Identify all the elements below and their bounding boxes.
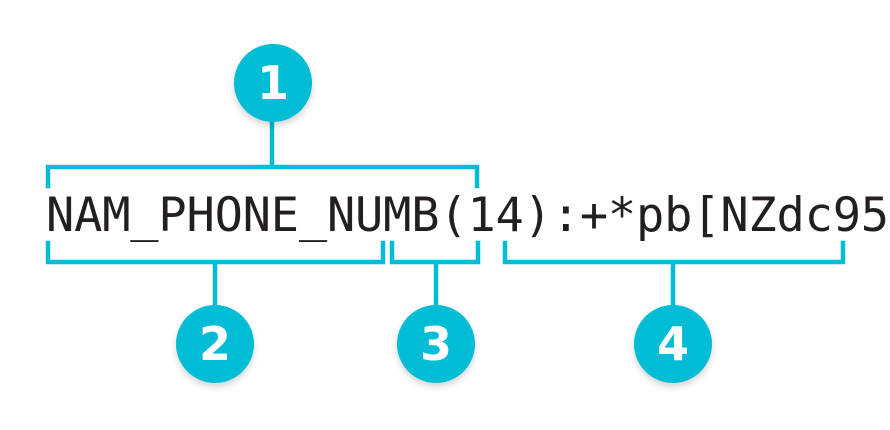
- bracket-top-1: [45, 164, 480, 189]
- marker-label-1: 1: [256, 56, 289, 110]
- marker-label-3: 3: [419, 317, 452, 371]
- code-string-text: NAM_PHONE_NUMB(14):+*pb[NZdc95tLB: [46, 188, 890, 243]
- marker-circle-2: 2: [176, 305, 254, 383]
- marker-label-4: 4: [656, 317, 689, 371]
- marker-circle-1: 1: [234, 44, 312, 122]
- marker-circle-4: 4: [634, 305, 712, 383]
- marker-circle-3: 3: [397, 305, 475, 383]
- marker-label-2: 2: [198, 317, 231, 371]
